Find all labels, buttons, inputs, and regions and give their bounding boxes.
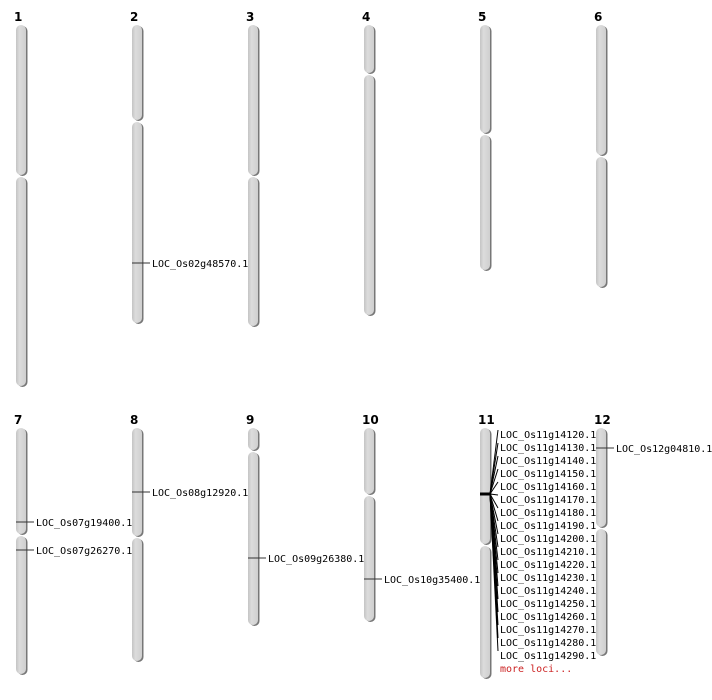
p-arm (596, 25, 606, 155)
chromosome-label: 11 (478, 413, 495, 427)
locus-connector (489, 493, 499, 652)
locus-label[interactable]: LOC_Os11g14130.1 (500, 443, 596, 454)
locus-connector (489, 481, 499, 495)
locus-label[interactable]: LOC_Os11g14270.1 (500, 625, 596, 636)
locus-label[interactable]: LOC_Os11g14120.1 (500, 430, 596, 441)
locus-label[interactable]: LOC_Os11g14170.1 (500, 495, 596, 506)
locus-label[interactable]: LOC_Os02g48570.1 (152, 259, 248, 270)
locus-connector (489, 493, 499, 496)
chromosome-label: 8 (130, 413, 138, 427)
locus-label[interactable]: LOC_Os11g14210.1 (500, 547, 596, 558)
locus-label[interactable]: LOC_Os11g14140.1 (500, 456, 596, 467)
locus-label[interactable]: LOC_Os11g14180.1 (500, 508, 596, 519)
chromosome-label: 1 (14, 10, 22, 24)
chromosome-label: 7 (14, 413, 22, 427)
p-arm (132, 428, 142, 536)
locus-label[interactable]: LOC_Os12g04810.1 (616, 444, 712, 455)
p-arm (364, 25, 374, 73)
locus-label[interactable]: LOC_Os07g26270.1 (36, 546, 132, 557)
more-loci-link[interactable]: more loci... (500, 664, 572, 675)
locus-label[interactable]: LOC_Os11g14250.1 (500, 599, 596, 610)
q-arm (480, 546, 490, 678)
q-arm (364, 75, 374, 315)
chromosome-label: 3 (246, 10, 254, 24)
locus-label[interactable]: LOC_Os11g14280.1 (500, 638, 596, 649)
chromosome-label: 12 (594, 413, 611, 427)
p-arm (480, 428, 490, 544)
chromosome-3[interactable]: 3 (246, 10, 260, 327)
locus-label[interactable]: LOC_Os11g14230.1 (500, 573, 596, 584)
q-arm (248, 177, 258, 326)
locus-label[interactable]: LOC_Os11g14190.1 (500, 521, 596, 532)
q-arm (132, 122, 142, 323)
q-arm (480, 135, 490, 270)
q-arm (596, 157, 606, 287)
locus-label[interactable]: LOC_Os11g14150.1 (500, 469, 596, 480)
locus-label[interactable]: LOC_Os11g14220.1 (500, 560, 596, 571)
locus-label[interactable]: LOC_Os07g19400.1 (36, 518, 132, 529)
locus-connector (489, 493, 499, 509)
chromosome-label: 6 (594, 10, 602, 24)
locus-label[interactable]: LOC_Os09g26380.1 (268, 554, 364, 565)
q-arm (16, 177, 26, 386)
locus-label[interactable]: LOC_Os11g14200.1 (500, 534, 596, 545)
p-arm (16, 428, 26, 534)
q-arm (16, 536, 26, 674)
p-arm (596, 428, 606, 527)
p-arm (132, 25, 142, 120)
chromosome-11[interactable]: 11LOC_Os11g14120.1LOC_Os11g14130.1LOC_Os… (478, 413, 596, 679)
locus-label[interactable]: LOC_Os10g35400.1 (384, 575, 480, 586)
chromosome-label: 5 (478, 10, 486, 24)
chromosome-label: 2 (130, 10, 138, 24)
chromosome-label: 9 (246, 413, 254, 427)
q-arm (364, 496, 374, 621)
q-arm (596, 529, 606, 655)
chromosome-6[interactable]: 6 (594, 10, 608, 288)
locus-label[interactable]: LOC_Os11g14290.1 (500, 651, 596, 662)
locus-connector (489, 468, 499, 495)
p-arm (364, 428, 374, 494)
p-arm (480, 25, 490, 133)
p-arm (16, 25, 26, 175)
chromosome-label: 4 (362, 10, 370, 24)
locus-label[interactable]: LOC_Os11g14260.1 (500, 612, 596, 623)
p-arm (248, 25, 258, 175)
p-arm (248, 428, 258, 450)
locus-label[interactable]: LOC_Os11g14160.1 (500, 482, 596, 493)
chromosome-4[interactable]: 4 (362, 10, 376, 316)
locus-label[interactable]: LOC_Os08g12920.1 (152, 488, 248, 499)
chromosome-1[interactable]: 1 (14, 10, 28, 387)
q-arm (132, 538, 142, 661)
locus-label[interactable]: LOC_Os11g14240.1 (500, 586, 596, 597)
chromosome-5[interactable]: 5 (478, 10, 492, 271)
q-arm (248, 452, 258, 625)
chromosome-label: 10 (362, 413, 379, 427)
locus-connector (489, 455, 499, 495)
